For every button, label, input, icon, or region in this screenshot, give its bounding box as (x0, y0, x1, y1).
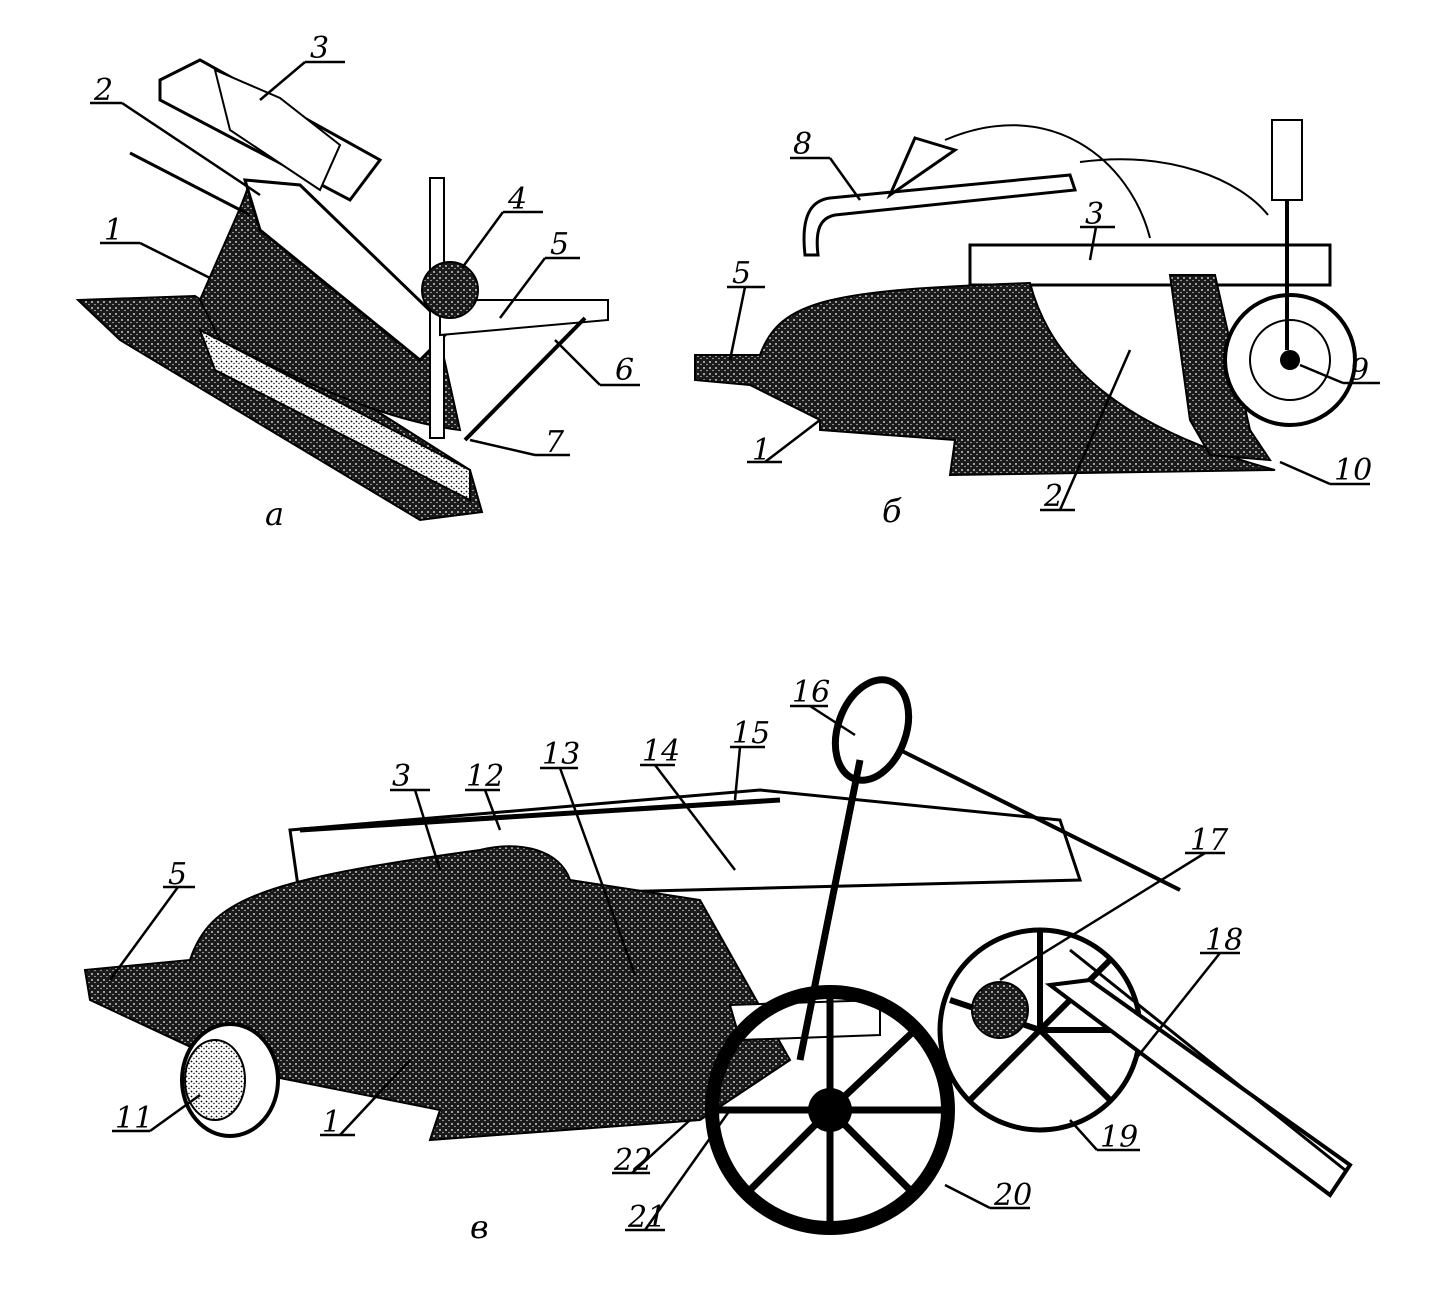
panel-v-label-21: 21 (627, 1200, 666, 1235)
panel-b-label-1: 1 (752, 433, 771, 468)
panel-v-label-12: 12 (466, 759, 504, 794)
panel-b-label-2: 2 (1043, 479, 1063, 514)
panel-v-label-20: 20 (993, 1178, 1032, 1213)
panel-v-label-3: 3 (392, 759, 411, 794)
panel-v-label-19: 19 (1100, 1120, 1138, 1155)
panel-a-drawing (75, 58, 609, 522)
panel-b-caption: б (882, 492, 902, 530)
panel-b-drawing (694, 119, 1357, 477)
panel-a-label-2: 2 (93, 73, 113, 108)
panel-a-label-5: 5 (550, 227, 569, 262)
panel-b-label-3: 3 (1085, 197, 1104, 232)
panel-a-label-4: 4 (507, 182, 527, 217)
panel-v-label-18: 18 (1205, 923, 1243, 958)
panel-v-label-22: 22 (613, 1143, 652, 1178)
panel-b-label-10: 10 (1334, 453, 1372, 488)
panel-a-caption: а (265, 495, 284, 533)
panel-v-label-16: 16 (792, 675, 830, 710)
panel-a-label-7: 7 (545, 425, 565, 460)
panel-v-label-1: 1 (322, 1105, 341, 1140)
panel-v-label-11: 11 (115, 1101, 153, 1136)
panel-a-label-1: 1 (104, 213, 123, 248)
panel-v-label-14: 14 (642, 734, 680, 769)
panel-v-label-13: 13 (542, 737, 580, 772)
panel-v-caption: в (470, 1208, 489, 1246)
panel-a-label-6: 6 (615, 353, 634, 388)
panel-v-label-5: 5 (168, 857, 187, 892)
panel-v-label-15: 15 (732, 716, 770, 751)
panel-a-label-3: 3 (310, 31, 329, 66)
panel-v-label-17: 17 (1190, 823, 1229, 858)
panel-b-label-5: 5 (732, 256, 751, 291)
panel-b-label-9: 9 (1350, 353, 1369, 388)
panel-b-label-8: 8 (793, 127, 812, 162)
leader-lines (90, 60, 1380, 1232)
panel-v-drawing (83, 676, 1353, 1235)
